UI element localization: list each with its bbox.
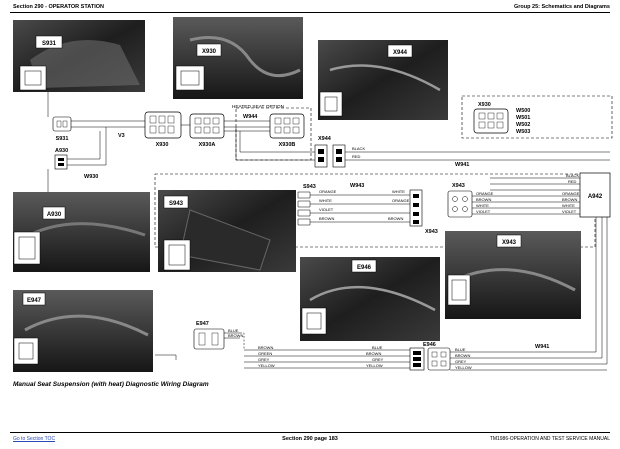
x930-photo-label: X930 — [202, 49, 217, 55]
wire-label-violet-s943: VIOLET — [319, 207, 334, 212]
footer-divider — [10, 432, 610, 433]
wire-label-grey-e946-right: GREY — [455, 359, 467, 364]
wire-label-yellow-e946-right: YELLOW — [455, 365, 472, 370]
s931-connector: S931 — [52, 116, 72, 142]
wire-label-orange-x943: ORANGE — [476, 191, 494, 196]
diagram-caption: Manual Seat Suspension (with heat) Diagn… — [13, 381, 209, 388]
wire-label-brown-a942: BROWN — [562, 197, 577, 202]
manual-title: TM1986-OPERATION AND TEST SERVICE MANUAL — [489, 436, 610, 442]
go-to-section-toc-link[interactable]: Go to Section TOC — [13, 436, 56, 442]
a930-connector — [54, 154, 68, 170]
v3-label: V3 — [118, 133, 125, 139]
w502-label: W502 — [516, 122, 530, 128]
w944-label: W944 — [243, 114, 258, 120]
x930b-connector: X930B — [269, 113, 305, 148]
s931-label: S931 — [56, 136, 69, 142]
s943-photo-label: S943 — [169, 201, 184, 207]
x943-mating-connector — [447, 190, 473, 218]
w501-label: W501 — [516, 115, 530, 121]
wire-label-yellow-bottom: YELLOW — [258, 363, 275, 368]
heated-seat-option-label: HEATED SEAT OPTION — [232, 104, 285, 110]
e947-label: E947 — [196, 321, 209, 327]
x944-photo-label: X944 — [393, 50, 408, 56]
wire-label-red-a942: RED — [568, 179, 577, 184]
wire-label-blue-e946-left: BLUE — [372, 345, 383, 350]
x930b-label: X930B — [279, 142, 296, 148]
w500-label: W500 — [516, 108, 530, 114]
wire-label-yellow-e946-left: YELLOW — [366, 363, 383, 368]
header-section-title: Section 290 - OPERATOR STATION — [13, 4, 104, 10]
x943-connector: X943 — [409, 189, 438, 235]
w941-label: W941 — [455, 162, 469, 168]
wire-label-violet-a942: VIOLET — [562, 209, 577, 214]
wire-label-blue-e947: BLUE — [228, 328, 239, 333]
photo-a930: A930 — [13, 192, 150, 272]
wire-label-black-a942: BLACK — [566, 173, 579, 178]
e946-connector — [409, 347, 451, 371]
w930-label: W930 — [84, 174, 98, 180]
s931-photo-label: S931 — [42, 41, 57, 47]
header-group-title: Group 25: Schematics and Diagrams — [514, 4, 610, 10]
wire-label-grey-e946-left: GREY — [372, 357, 384, 362]
x930-right-label: X930 — [478, 102, 491, 108]
wire-label-orange-a942: ORANGE — [562, 191, 580, 196]
wire-label-orange-mid: ORANGE — [392, 198, 410, 203]
e946-label: E946 — [423, 342, 436, 348]
photo-x944: X944 — [318, 40, 448, 120]
x930a-connector: X930A — [189, 113, 225, 148]
wire-label-white-s943: WHITE — [319, 198, 332, 203]
x943-label: X943 — [452, 183, 465, 189]
page-number: Section 290 page 183 — [282, 436, 338, 442]
photo-x930: X930 — [173, 17, 303, 99]
wire-label-brown-mid: BROWN — [388, 216, 403, 221]
photo-e947: E947 — [13, 290, 153, 372]
photo-e946: E946 — [300, 257, 440, 341]
wire-label-white-a942: WHITE — [562, 203, 575, 208]
e946-photo-label: E946 — [357, 265, 372, 271]
a942-label: A942 — [588, 194, 603, 200]
a942-module: A942 — [579, 172, 611, 218]
x943-label-bottom: X943 — [425, 229, 438, 235]
x944-connector: X944 — [314, 136, 346, 168]
x930-right-connector: X930 — [473, 102, 509, 134]
header-divider — [10, 12, 610, 13]
x930-label: X930 — [156, 142, 169, 148]
x944-label: X944 — [318, 136, 332, 142]
right-boundary-dashed — [461, 95, 613, 139]
photo-s943: S943 — [158, 190, 296, 272]
wire-label-brown-e946-right: BROWN — [455, 353, 470, 358]
wire-label-brown-x943: BROWN — [476, 197, 491, 202]
wire-label-white-x943: WHITE — [476, 203, 489, 208]
wire-label-brown-e947: BROWN — [228, 333, 243, 338]
w941-bottom-label: W941 — [535, 344, 549, 350]
s943-label: S943 — [303, 184, 316, 190]
wire-label-grey-bottom: GREY — [258, 357, 270, 362]
wire-label-brown-s943: BROWN — [319, 216, 334, 221]
wire-label-red-x944: RED — [352, 154, 361, 159]
photo-x943: X943 — [445, 231, 581, 319]
e947-photo-label: E947 — [27, 298, 42, 304]
wire-label-orange-s943: ORANGE — [319, 189, 337, 194]
w943-label: W943 — [350, 183, 364, 189]
w503-label: W503 — [516, 129, 530, 135]
a930-label: A930 — [55, 148, 68, 154]
wire-label-black-x944: BLACK — [352, 146, 365, 151]
photo-s931: S931 — [13, 20, 145, 92]
x930a-label: X930A — [199, 142, 216, 148]
e947-connector — [193, 328, 225, 350]
wire-label-white-mid: WHITE — [392, 189, 405, 194]
wire-label-green-bottom: GREEN — [258, 351, 272, 356]
x943-photo-label: X943 — [502, 240, 517, 246]
wire-label-violet-x943: VIOLET — [476, 209, 491, 214]
wire-label-brown-e946-left: BROWN — [366, 351, 381, 356]
wire-label-blue-e946-right: BLUE — [455, 347, 466, 352]
x930-connector: X930 — [144, 111, 182, 148]
wire-label-brown-bottom: BROWN — [258, 345, 273, 350]
s943-switch — [297, 191, 311, 226]
a930-photo-label: A930 — [47, 212, 62, 218]
